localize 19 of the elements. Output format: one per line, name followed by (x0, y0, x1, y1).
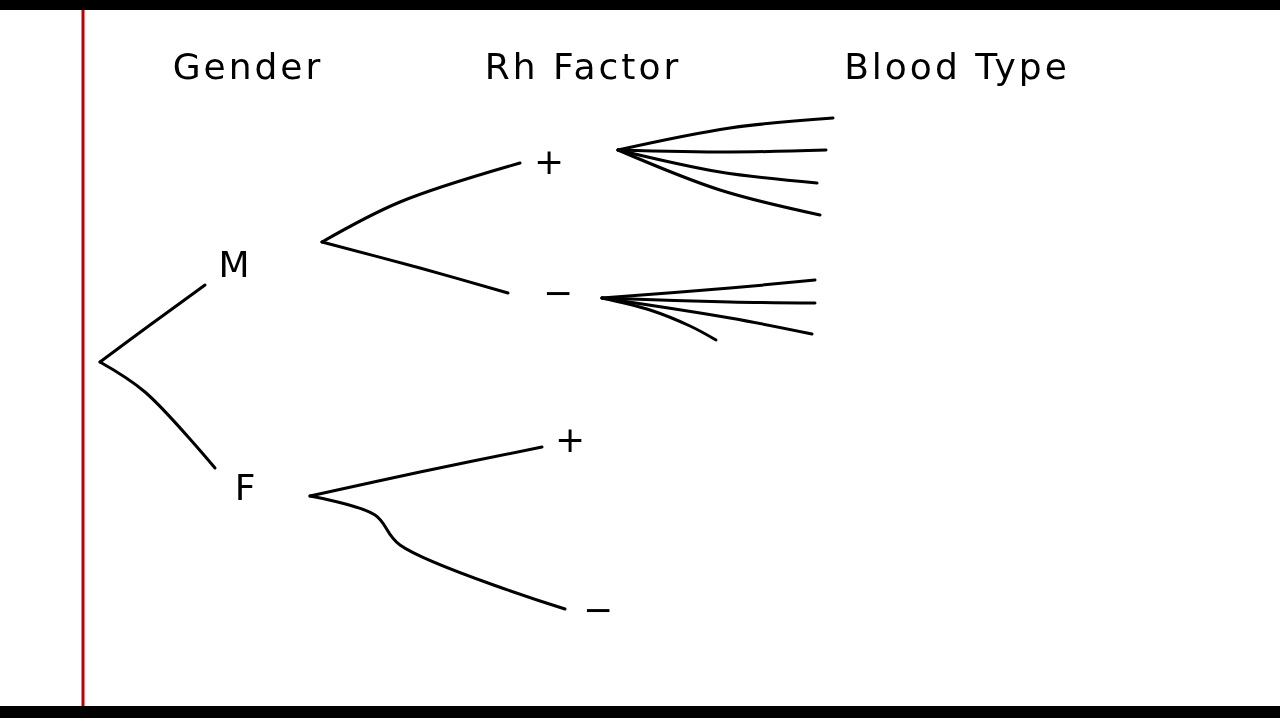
branch-label: + (554, 422, 586, 458)
column-heading: Blood Type (844, 49, 1070, 85)
tree-branch-line (616, 116, 835, 152)
tree-branch-line (308, 445, 544, 498)
tree-branch-line (320, 161, 522, 244)
tree-branch-line (308, 494, 567, 611)
branch-label: M (218, 247, 250, 283)
branch-label: − (582, 592, 614, 628)
tree-branch-line (600, 296, 718, 342)
tree-branch-line (98, 283, 207, 364)
column-heading: Rh Factor (484, 49, 682, 85)
branch-label: F (234, 470, 256, 506)
branch-label: + (533, 144, 565, 180)
column-heading: Gender (172, 49, 324, 85)
tree-branch-line (98, 360, 217, 470)
branch-label: − (542, 275, 574, 311)
tree-branch-line (616, 148, 822, 217)
tree-branch-line (320, 240, 510, 295)
tree-branch-line (600, 278, 817, 300)
